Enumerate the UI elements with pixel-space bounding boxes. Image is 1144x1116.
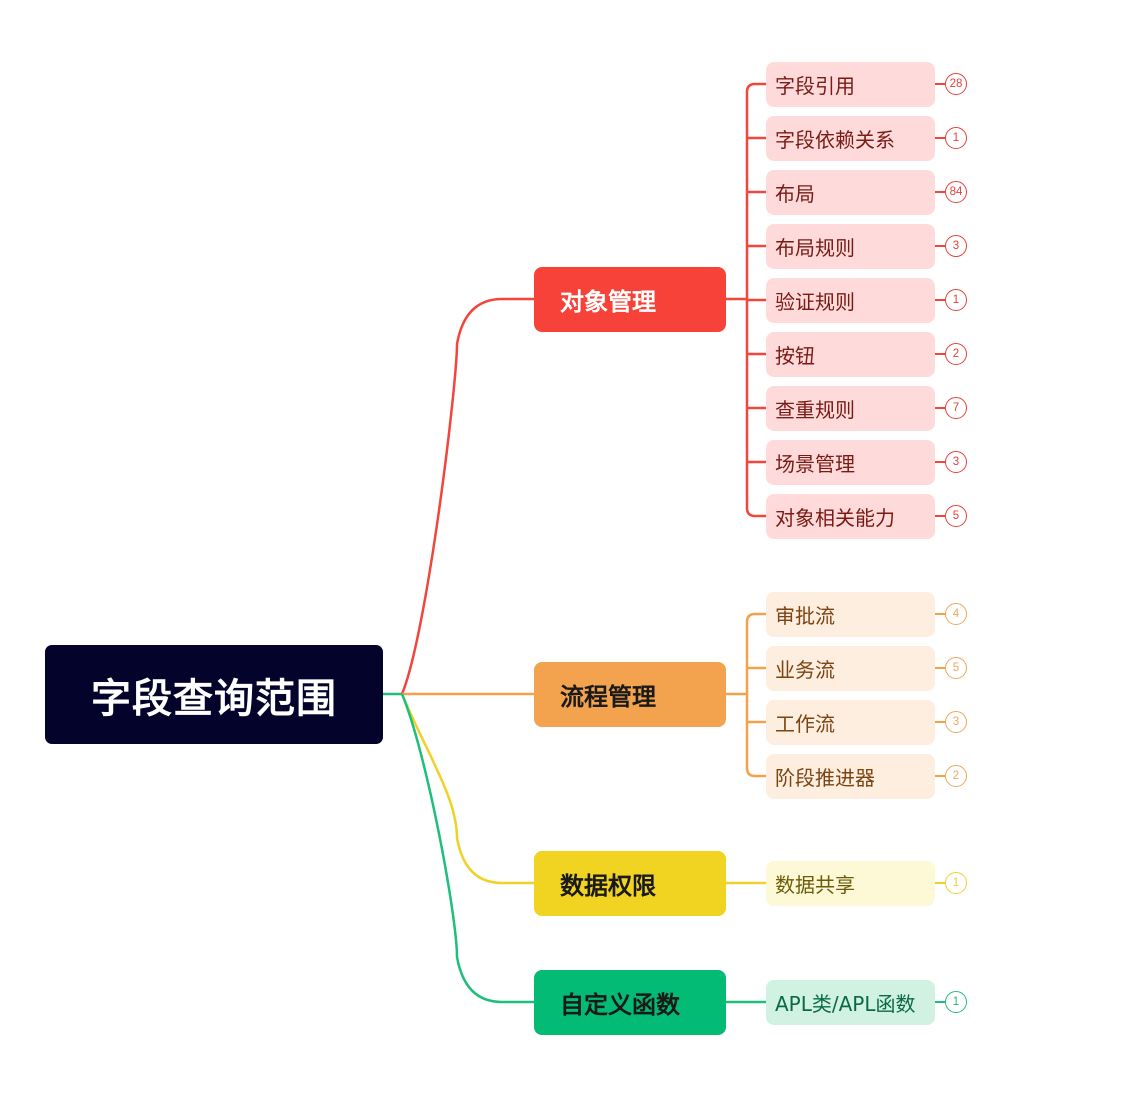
branch-label: 数据权限 <box>560 871 656 900</box>
branch-label: 流程管理 <box>560 682 656 711</box>
leaf-label: 对象相关能力 <box>775 505 895 530</box>
leaf-label: 验证规则 <box>775 289 855 314</box>
count-badge[interactable]: 7 <box>945 397 967 419</box>
count-badge[interactable]: 84 <box>945 181 967 203</box>
branch-label: 自定义函数 <box>560 990 680 1019</box>
leaf-label: APL类/APL函数 <box>775 991 916 1016</box>
leaf-label: 场景管理 <box>775 451 855 476</box>
branch-node[interactable]: 自定义函数 <box>534 969 726 1035</box>
leaf-node[interactable]: 字段引用 <box>766 61 935 107</box>
leaf-label: 工作流 <box>775 711 835 736</box>
count-badge[interactable]: 1 <box>945 991 967 1013</box>
leaf-node[interactable]: APL类/APL函数 <box>766 979 935 1025</box>
count-badge[interactable]: 1 <box>945 872 967 894</box>
count-badge[interactable]: 2 <box>945 765 967 787</box>
leaf-node[interactable]: 验证规则 <box>766 277 935 323</box>
leaf-label: 业务流 <box>775 657 835 682</box>
branch-node[interactable]: 数据权限 <box>534 850 726 916</box>
count-badge[interactable]: 2 <box>945 343 967 365</box>
branch-node[interactable]: 流程管理 <box>534 661 726 727</box>
count-badge[interactable]: 4 <box>945 603 967 625</box>
leaf-node[interactable]: 数据共享 <box>766 860 935 906</box>
leaf-connector <box>745 767 766 778</box>
leaf-node[interactable]: 字段依赖关系 <box>766 115 935 161</box>
branch-connector <box>400 693 534 1004</box>
leaf-label: 布局 <box>775 181 815 206</box>
leaf-label: 阶段推进器 <box>775 765 875 790</box>
root-label: 字段查询范围 <box>91 675 337 722</box>
leaf-node[interactable]: 场景管理 <box>766 439 935 485</box>
count-badge[interactable]: 3 <box>945 235 967 257</box>
leaf-node[interactable]: 审批流 <box>766 591 935 637</box>
count-badge[interactable]: 1 <box>945 289 967 311</box>
count-badge[interactable]: 3 <box>945 451 967 473</box>
leaf-connector <box>745 612 766 623</box>
leaf-label: 审批流 <box>775 603 835 628</box>
count-badge[interactable]: 28 <box>945 73 967 95</box>
branch-connector <box>400 297 534 695</box>
leaf-node[interactable]: 布局规则 <box>766 223 935 269</box>
leaf-label: 字段引用 <box>775 73 855 98</box>
leaf-node[interactable]: 对象相关能力 <box>766 493 935 539</box>
leaf-node[interactable]: 工作流 <box>766 699 935 745</box>
root-node[interactable]: 字段查询范围 <box>45 645 383 744</box>
leaf-label: 数据共享 <box>775 872 855 897</box>
leaf-node[interactable]: 查重规则 <box>766 385 935 431</box>
leaf-node[interactable]: 阶段推进器 <box>766 753 935 799</box>
count-badge[interactable]: 5 <box>945 505 967 527</box>
count-badge[interactable]: 3 <box>945 711 967 733</box>
leaf-label: 按钮 <box>775 343 815 368</box>
leaf-label: 查重规则 <box>775 397 855 422</box>
count-badge[interactable]: 5 <box>945 657 967 679</box>
count-badge[interactable]: 1 <box>945 127 967 149</box>
leaf-connector <box>745 82 766 93</box>
leaf-label: 字段依赖关系 <box>775 127 895 152</box>
leaf-node[interactable]: 布局 <box>766 169 935 215</box>
leaf-node[interactable]: 业务流 <box>766 645 935 691</box>
leaf-label: 布局规则 <box>775 235 855 260</box>
branch-label: 对象管理 <box>560 287 656 316</box>
leaf-node[interactable]: 按钮 <box>766 331 935 377</box>
branch-connector <box>400 693 534 885</box>
leaf-connector <box>745 507 766 518</box>
branch-node[interactable]: 对象管理 <box>534 266 726 332</box>
